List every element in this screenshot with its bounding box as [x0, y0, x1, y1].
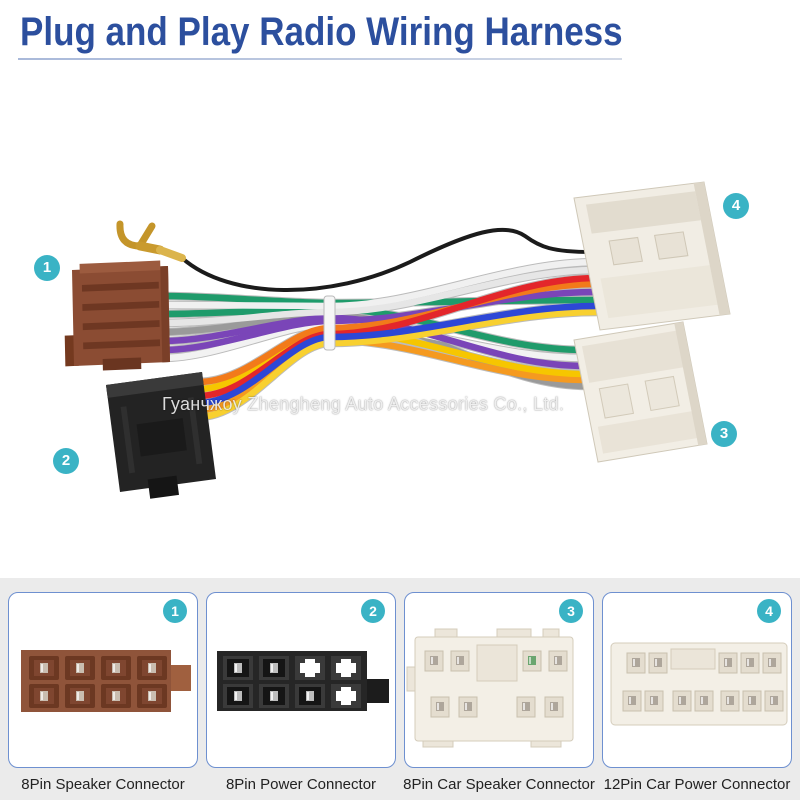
empty-cavity — [331, 656, 361, 680]
empty-cavity — [331, 684, 361, 708]
pin-cavity — [544, 696, 564, 718]
pin-cavity — [65, 684, 95, 708]
pin-cavity — [137, 656, 167, 680]
label-speaker-connector: 8Pin Speaker Connector — [21, 776, 185, 793]
pin-cavity — [644, 690, 664, 712]
badge-connector-1: 1 — [34, 255, 60, 281]
pin-cavity — [626, 652, 646, 674]
label-car-speaker-connector: 8Pin Car Speaker Connector — [403, 776, 595, 793]
pin-cavity — [742, 690, 762, 712]
card-speaker-connector: 1 — [8, 592, 198, 768]
connector-4-white — [574, 182, 730, 330]
card-power-connector: 2 — [206, 592, 396, 768]
pin-cavity — [720, 690, 740, 712]
pin-cavity — [762, 652, 782, 674]
pin-cavity — [424, 650, 444, 672]
title-underline — [18, 58, 622, 60]
empty-cavity — [295, 656, 325, 680]
pin-cavity — [65, 656, 95, 680]
card-badge: 2 — [361, 599, 385, 623]
card-badge: 3 — [559, 599, 583, 623]
pin-cavity — [648, 652, 668, 674]
label-power-connector: 8Pin Power Connector — [225, 776, 377, 793]
connector-recess — [476, 644, 518, 682]
pin-cavity — [430, 696, 450, 718]
car-power-connector-face — [610, 642, 788, 726]
card-badge: 4 — [757, 599, 781, 623]
pin-cavity — [740, 652, 760, 674]
pin-cavity — [101, 684, 131, 708]
connector-tab — [365, 679, 389, 703]
pin-cavity — [764, 690, 784, 712]
pin-cavity — [718, 652, 738, 674]
pin-cavity — [450, 650, 470, 672]
badge-connector-3: 3 — [711, 421, 737, 447]
card-badge: 1 — [163, 599, 187, 623]
pin-cavity — [522, 650, 542, 672]
pin-cavity — [694, 690, 714, 712]
pin-cavity — [259, 684, 289, 708]
pin-cavity — [622, 690, 642, 712]
connector-1-brown — [64, 260, 171, 371]
watermark-text: Гуанчжоу Zhengheng Auto Accessories Co.,… — [162, 394, 565, 414]
card-car-power-connector: 4 — [602, 592, 792, 768]
badge-connector-2: 2 — [53, 448, 79, 474]
page-title: Plug and Play Radio Wiring Harness — [20, 10, 623, 54]
pin-cavity — [223, 656, 253, 680]
pin-cavity — [516, 696, 536, 718]
pin-cavity — [672, 690, 692, 712]
label-car-power-connector: 12Pin Car Power Connector — [603, 776, 791, 793]
speaker-connector-face — [21, 650, 191, 712]
pin-cavity — [29, 684, 59, 708]
card-car-speaker-connector: 3 — [404, 592, 594, 768]
connector-2-black — [106, 372, 217, 499]
connector-recess — [670, 648, 716, 670]
connector-tab — [169, 665, 191, 691]
pin-cavity — [548, 650, 568, 672]
car-speaker-connector-face — [406, 628, 574, 748]
pin-cavity — [259, 656, 289, 680]
pin-cavity — [137, 684, 167, 708]
pin-cavity — [223, 684, 253, 708]
ground-wire — [180, 227, 594, 292]
pin-cavity — [458, 696, 478, 718]
pin-cavity — [295, 684, 325, 708]
connector-3-white — [574, 322, 707, 462]
fork-terminal — [116, 220, 186, 262]
wiring-harness-photo — [64, 0, 800, 499]
pin-cavity — [101, 656, 131, 680]
cable-tie — [323, 295, 336, 351]
pin-cavity — [29, 656, 59, 680]
power-connector-face — [217, 651, 389, 711]
badge-connector-4: 4 — [723, 193, 749, 219]
